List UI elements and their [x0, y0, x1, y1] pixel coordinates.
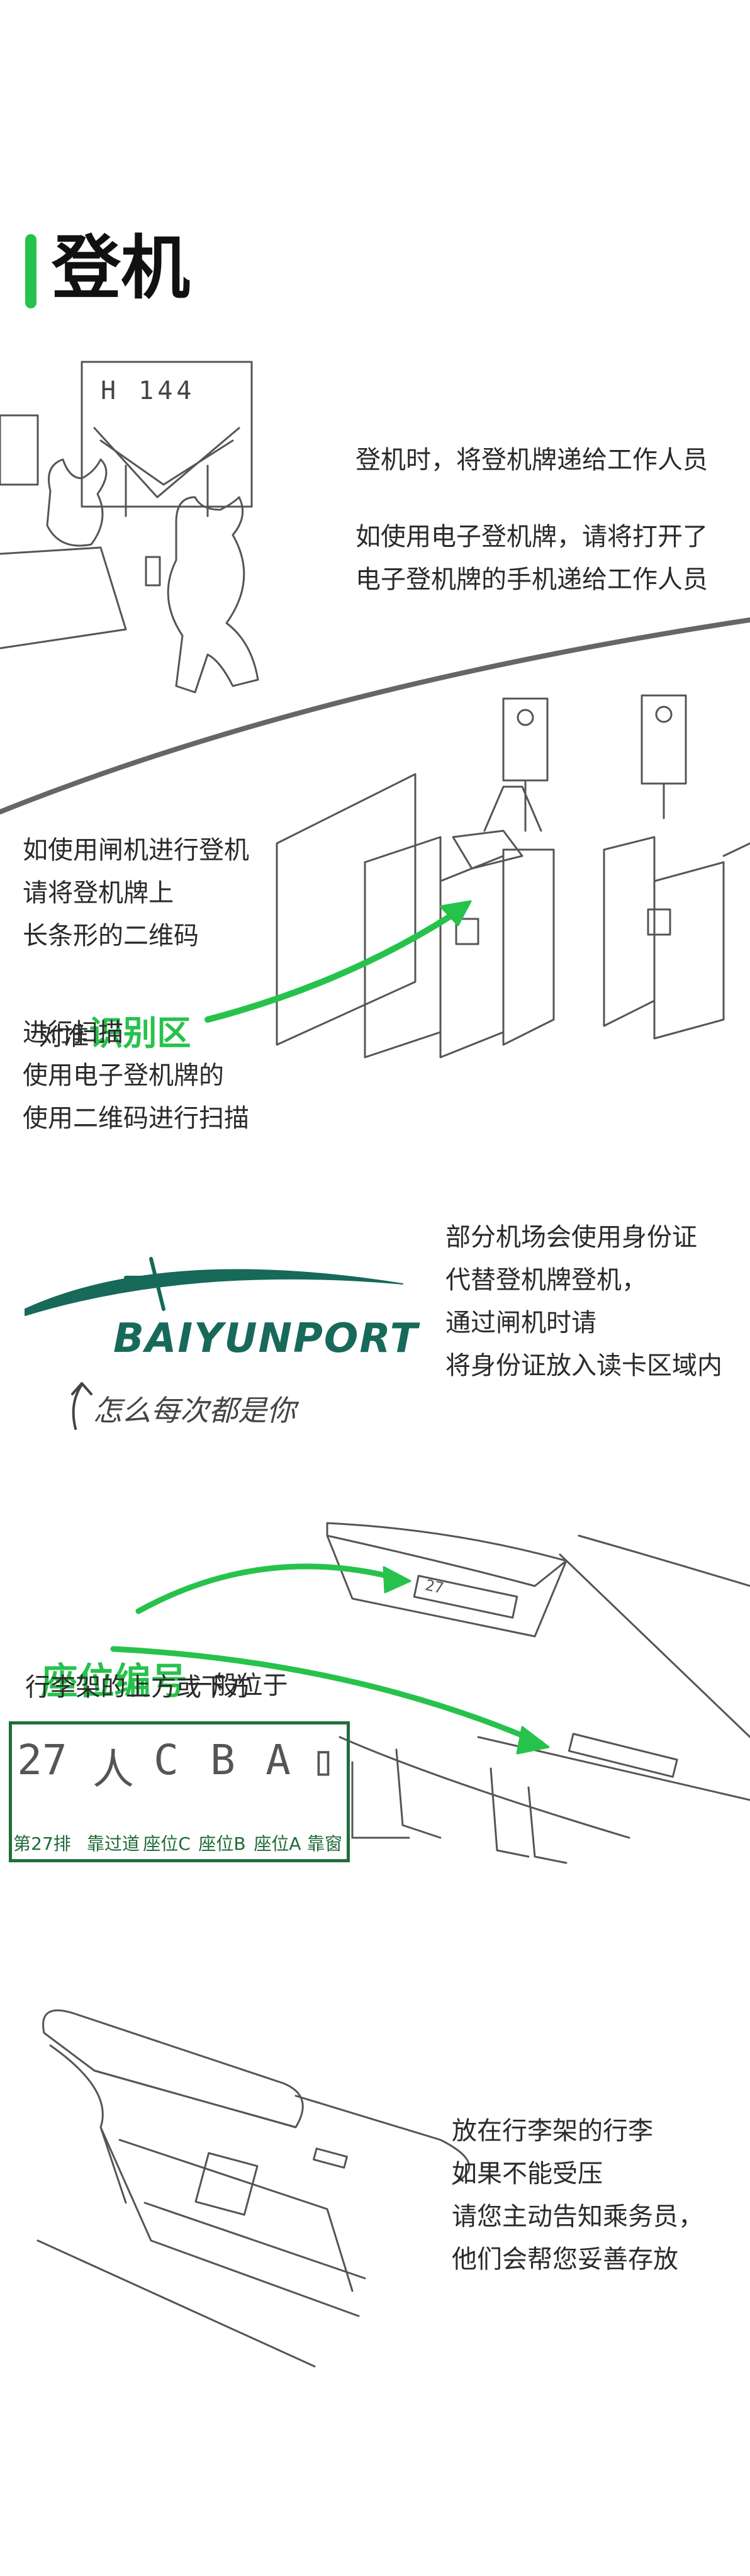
- section1-line2: 如使用电子登机牌，请将打开了: [355, 522, 708, 551]
- baiyunport-logo-text: BAIYUNPORT: [113, 1315, 419, 1362]
- section4-heading: 座位编号一般位于: [25, 1614, 288, 1710]
- caption-aisle: 靠过道: [86, 1833, 140, 1854]
- row-number-glyph: 27: [17, 1736, 67, 1784]
- page-title: 登机: [52, 228, 190, 308]
- section4-line2: 行李架的上方或下方: [25, 1673, 252, 1702]
- title-accent-bar: [25, 234, 36, 308]
- window-icon: ▯: [311, 1736, 336, 1784]
- seat-b-glyph: B: [210, 1736, 235, 1784]
- section2-line4: 对准识别区: [23, 968, 191, 1060]
- section2-line2: 请将登机牌上: [23, 879, 174, 908]
- gate-sign: H 144: [101, 376, 196, 405]
- seat-legend-box: 27 人 C B A ▯ 第27排 靠过道 座位C 座位B 座位A 靠窗: [9, 1721, 350, 1862]
- recognition-area-highlight: 识别区: [89, 1013, 191, 1053]
- boarding-gate-scene: [276, 694, 750, 1059]
- section2-line1: 如使用闸机进行登机: [23, 836, 249, 865]
- boarding-counter-scene: [0, 361, 259, 694]
- caption-row-27: 第27排: [13, 1833, 71, 1854]
- seat-a-glyph: A: [266, 1736, 291, 1784]
- section2-line6: 使用电子登机牌的: [23, 1061, 224, 1090]
- caption-seat-c: 座位C: [143, 1833, 191, 1854]
- seat-c-glyph: C: [154, 1736, 179, 1784]
- section2-line3: 长条形的二维码: [23, 921, 199, 950]
- section2-line5: 进行扫描: [23, 1018, 123, 1047]
- section3-line3: 通过闸机时请: [445, 1308, 596, 1337]
- overhead-seat-sign: 27: [423, 1576, 445, 1597]
- section2-line7: 使用二维码进行扫描: [23, 1104, 249, 1133]
- section1-line1: 登机时，将登机牌递给工作人员: [355, 446, 708, 475]
- seat-number-highlight: 座位编号: [41, 1660, 188, 1702]
- baiyunport-logo-swoosh: [25, 1257, 403, 1316]
- section1-line3: 电子登机牌的手机递给工作人员: [355, 565, 708, 594]
- section2-line4-prefix: 对准: [38, 1022, 89, 1051]
- handwritten-note: 怎么每次都是你: [93, 1393, 296, 1427]
- aisle-person-icon: 人: [92, 1745, 134, 1794]
- section3-line2: 代替登机牌登机，: [445, 1266, 647, 1295]
- section5-line2: 如果不能受压: [452, 2159, 603, 2188]
- section3-line4: 将身份证放入读卡区域内: [445, 1351, 722, 1380]
- section5-line4: 他们会帮您妥善存放: [452, 2245, 678, 2274]
- caption-seat-a: 座位A: [254, 1833, 301, 1854]
- luggage-bin-scene: [36, 2009, 471, 2368]
- section5-line1: 放在行李架的行李: [452, 2117, 653, 2146]
- caption-seat-b: 座位B: [198, 1833, 246, 1854]
- caption-window: 靠窗: [306, 1833, 342, 1854]
- section4-heading-rest: 一般位于: [187, 1671, 288, 1700]
- section5-line3: 请您主动告知乘务员，: [452, 2202, 703, 2231]
- section3-line1: 部分机场会使用身份证: [445, 1223, 697, 1252]
